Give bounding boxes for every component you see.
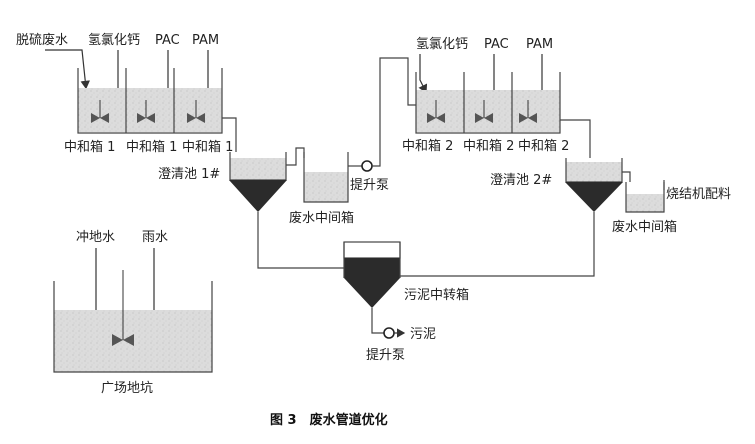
label-calcium-chloride-2: 氢氯化钙	[416, 37, 468, 52]
arrow-calcium-2	[418, 54, 428, 94]
wastewater-tank-2	[625, 182, 665, 213]
label-sintering-mix: 烧结机配料	[666, 187, 731, 202]
mixer-icon	[91, 113, 109, 123]
neutralization-tanks-1	[77, 68, 223, 134]
label-sludge: 污泥	[410, 327, 436, 342]
mixer-icon	[519, 113, 537, 123]
label-tank1-b: 中和箱 1	[126, 139, 177, 155]
pipe-clarifier2-to-sludge	[398, 212, 595, 277]
pipe-clarifier1-to-sludge	[257, 212, 344, 269]
label-lift-pump2: 提升泵	[366, 347, 405, 363]
label-tank2-a: 中和箱 2	[402, 138, 453, 154]
pipe-tanks1-to-clarifier1	[222, 117, 237, 152]
figure-caption: 图 3 废水管道优化	[270, 412, 388, 428]
label-desulfurization-wastewater: 脱硫废水	[16, 32, 68, 48]
label-wastewater-tank1: 废水中间箱	[289, 210, 354, 226]
label-calcium-chloride-1: 氢氯化钙	[88, 33, 140, 48]
mixer-icon	[112, 334, 134, 346]
label-clarifier1: 澄清池 1#	[158, 167, 220, 182]
label-tank1-a: 中和箱 1	[64, 139, 115, 155]
clarifier-2	[565, 158, 623, 212]
sludge-transfer-tank	[343, 241, 401, 308]
neutralization-tanks-2	[415, 72, 561, 134]
label-pac-2: PAC	[484, 37, 509, 52]
plaza-pit	[53, 270, 213, 373]
label-pac-1: PAC	[155, 33, 180, 48]
label-plaza-pit: 广场地坑	[101, 381, 153, 396]
label-lift-pump1: 提升泵	[350, 177, 389, 193]
pipe-tanks2-to-clarifier2	[560, 119, 591, 158]
mixer-icon	[187, 113, 205, 123]
label-tank2-c: 中和箱 2	[518, 138, 569, 154]
pipe-clarifier1-to-tank	[286, 147, 305, 166]
arrow-wastewater-in	[45, 49, 91, 90]
pipe-pump1-to-tanks2	[372, 57, 416, 167]
clarifier-1	[229, 152, 287, 212]
label-clarifier2: 澄清池 2#	[490, 173, 552, 188]
label-rain-water: 雨水	[142, 230, 168, 245]
wastewater-tank-1	[303, 152, 349, 203]
lift-pump-2-icon	[383, 327, 395, 339]
mixer-icon	[137, 113, 155, 123]
label-tank2-b: 中和箱 2	[463, 138, 514, 154]
mixer-icon	[475, 113, 493, 123]
mixer-icon	[427, 113, 445, 123]
label-pam-2: PAM	[526, 37, 553, 52]
label-sludge-transfer: 污泥中转箱	[404, 287, 469, 303]
lift-pump-1-icon	[361, 160, 373, 172]
label-tank1-c: 中和箱 1	[182, 139, 233, 155]
label-wastewater-tank2: 废水中间箱	[612, 219, 677, 235]
label-floor-wash-water: 冲地水	[76, 230, 115, 245]
label-pam-1: PAM	[192, 33, 219, 48]
